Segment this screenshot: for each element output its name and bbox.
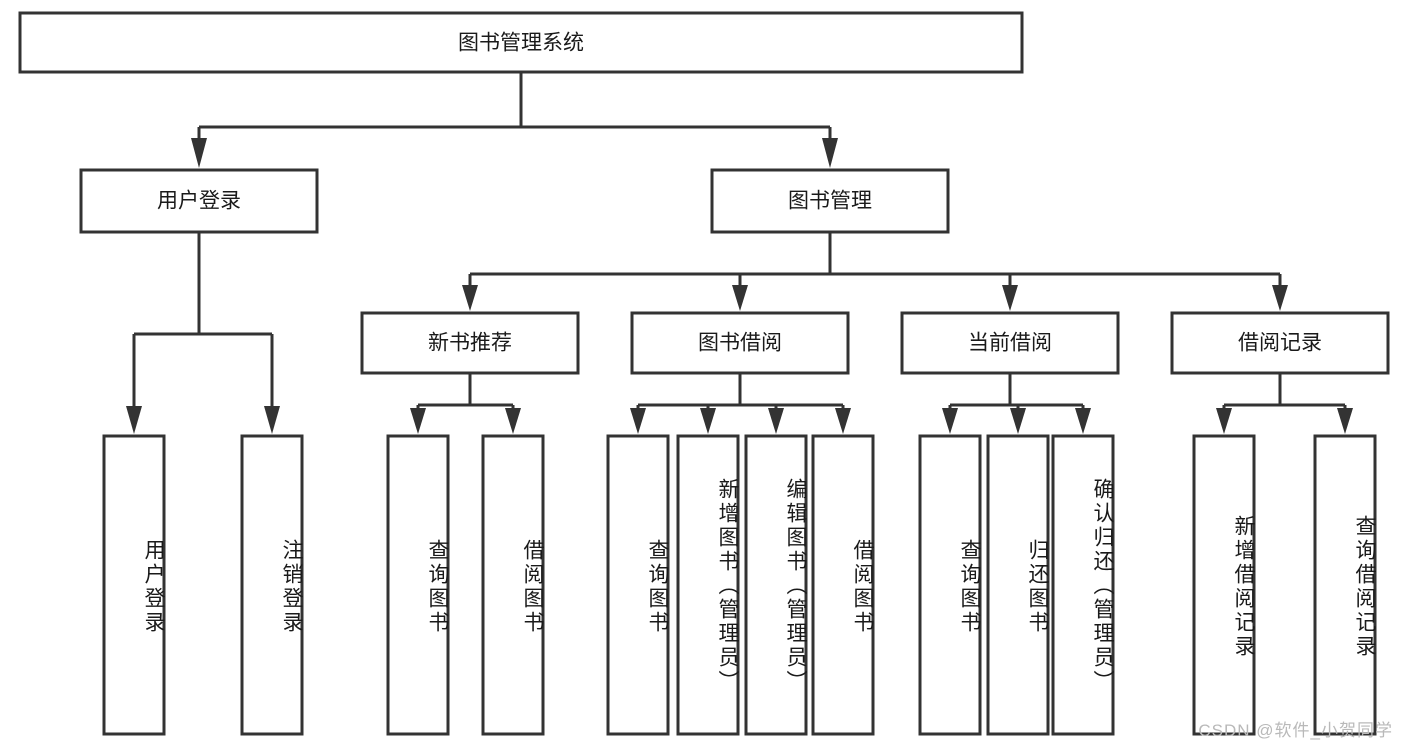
- connector-newbook-to-leaves: [410, 373, 521, 434]
- node-label: 图书管理: [788, 190, 872, 213]
- arrow-head-icon: [732, 285, 748, 311]
- connector-currentborrow-to-leaves: [942, 373, 1091, 434]
- watermark-text: CSDN @软件_小贺同学: [1198, 721, 1393, 740]
- arrow-head-icon: [1075, 408, 1091, 434]
- node-box-shape[interactable]: [79, 168, 319, 234]
- connector-root-to-level1: [191, 72, 838, 168]
- leaf-box-logout[interactable]: [240, 434, 304, 736]
- node-borrow-record[interactable]: 借阅记录: [1170, 311, 1390, 375]
- leaf-box-user-login[interactable]: [102, 434, 166, 736]
- arrow-head-icon: [822, 138, 838, 168]
- leaf-box-confirm-return-admin[interactable]: [1051, 434, 1115, 736]
- arrow-head-icon: [1216, 408, 1232, 434]
- leaf-box-edit-book-admin[interactable]: [744, 434, 808, 736]
- arrow-head-icon: [835, 408, 851, 434]
- node-box-shape[interactable]: [1170, 311, 1390, 375]
- connector-borrowrecord-to-leaves: [1216, 373, 1353, 434]
- leaf-box-query-book-borrow[interactable]: [606, 434, 670, 736]
- node-current-borrow[interactable]: 当前借阅: [900, 311, 1120, 375]
- node-label: 图书借阅: [698, 332, 782, 355]
- node-user-login[interactable]: 用户登录: [79, 168, 319, 234]
- node-box-shape[interactable]: [900, 311, 1120, 375]
- arrow-head-icon: [126, 406, 142, 434]
- node-new-book-recommend[interactable]: 新书推荐: [360, 311, 580, 375]
- leaf-box-query-borrow-record[interactable]: [1313, 434, 1377, 736]
- leaf-box-query-book-recommend[interactable]: [386, 434, 450, 736]
- arrow-head-icon: [700, 408, 716, 434]
- leaf-box-return-book[interactable]: [986, 434, 1050, 736]
- connector-bookmgmt-to-level2: [462, 232, 1288, 311]
- arrow-head-icon: [410, 408, 426, 434]
- node-box-shape[interactable]: [630, 311, 850, 375]
- node-label: 当前借阅: [968, 332, 1052, 355]
- node-label: 新书推荐: [428, 332, 512, 355]
- arrow-head-icon: [768, 408, 784, 434]
- leaf-box-borrow-book-recommend[interactable]: [481, 434, 545, 736]
- node-root-system[interactable]: 图书管理系统: [18, 11, 1024, 74]
- arrow-head-icon: [1010, 408, 1026, 434]
- arrow-head-icon: [462, 285, 478, 311]
- arrow-head-icon: [264, 406, 280, 434]
- arrow-head-icon: [942, 408, 958, 434]
- arrow-head-icon: [1337, 408, 1353, 434]
- connector-userlogin-to-leaves: [126, 232, 280, 434]
- node-book-management[interactable]: 图书管理: [710, 168, 950, 234]
- node-box-shape[interactable]: [710, 168, 950, 234]
- node-label: 用户登录: [157, 190, 241, 213]
- node-label: 图书管理系统: [458, 32, 584, 55]
- leaf-box-add-borrow-record[interactable]: [1192, 434, 1256, 736]
- node-label: 借阅记录: [1238, 332, 1322, 355]
- connector-bookborrow-to-leaves: [630, 373, 851, 434]
- node-book-borrow[interactable]: 图书借阅: [630, 311, 850, 375]
- arrow-head-icon: [191, 138, 207, 168]
- arrow-head-icon: [1272, 285, 1288, 311]
- arrow-head-icon: [1002, 285, 1018, 311]
- arrow-head-icon: [630, 408, 646, 434]
- node-box-shape[interactable]: [18, 11, 1024, 74]
- leaf-box-add-book-admin[interactable]: [676, 434, 740, 736]
- node-box-shape[interactable]: [360, 311, 580, 375]
- leaf-box-query-book-current[interactable]: [918, 434, 982, 736]
- leaf-box-borrow-book[interactable]: [811, 434, 875, 736]
- arrow-head-icon: [505, 408, 521, 434]
